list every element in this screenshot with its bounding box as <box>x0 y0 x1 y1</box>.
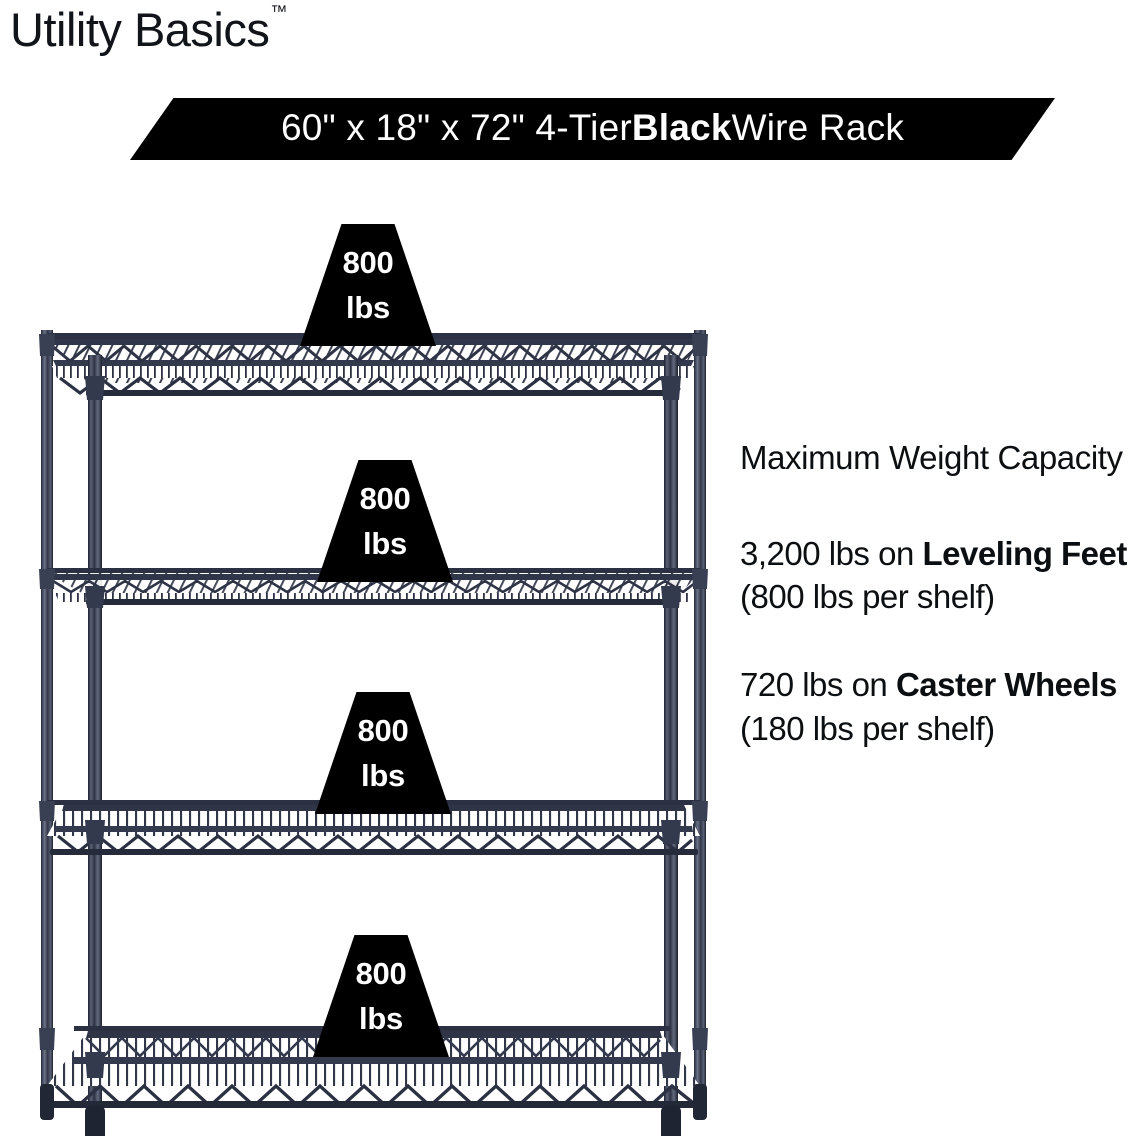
leveling-foot-front-right <box>661 1106 681 1136</box>
leveling-foot-front-left <box>85 1106 105 1136</box>
badge-number: 800 <box>342 245 394 280</box>
collar-front-right-2 <box>661 586 681 608</box>
caster-wheels-capacity: 720 lbs on Caster Wheels (180 lbs per sh… <box>740 663 1132 750</box>
rack-svg <box>39 330 708 1136</box>
spacer-2 <box>740 619 1132 663</box>
collar-front-right-4 <box>661 1052 681 1078</box>
collar-rear-left-1 <box>39 334 55 356</box>
capacity-heading: Maximum Weight Capacity <box>740 439 1123 476</box>
trademark-symbol: ™ <box>270 2 288 22</box>
banner-text-part-2: Wire Rack <box>731 107 905 148</box>
badge-number: 800 <box>355 956 407 991</box>
collar-rear-left-3 <box>39 801 55 821</box>
collar-rear-left-2 <box>39 569 55 589</box>
badge-number: 800 <box>357 713 409 748</box>
badge-unit: lbs <box>363 526 407 561</box>
post-front-left <box>88 355 102 1115</box>
leveling-foot-rear-left <box>40 1084 54 1120</box>
banner-title-text: 60" x 18" x 72" 4-Tier Black Wire Rack <box>130 98 1055 160</box>
collar-rear-right-4 <box>692 1028 708 1050</box>
collar-front-right-3 <box>661 820 681 844</box>
caster-bold-label: Caster Wheels <box>895 665 1117 703</box>
badge-unit: lbs <box>359 1001 403 1036</box>
product-title-banner: 60" x 18" x 72" 4-Tier Black Wire Rack <box>130 98 1055 160</box>
banner-bold-word: Black <box>631 107 732 148</box>
shelf-3 <box>47 800 700 855</box>
banner-text-part-1: 60" x 18" x 72" 4-Tier <box>280 107 632 148</box>
badge-unit: lbs <box>346 290 390 325</box>
collar-front-left-2 <box>85 586 105 608</box>
badge-number: 800 <box>359 481 411 516</box>
leveling-foot-rear-right <box>693 1084 707 1120</box>
post-rear-left <box>41 330 53 1090</box>
leveling-feet-capacity: 3,200 lbs on Leveling Feet (800 lbs per … <box>740 532 1132 619</box>
leveling-bold-label: Leveling Feet <box>922 534 1127 572</box>
caster-prefix: 720 lbs on <box>740 665 896 703</box>
collar-rear-right-3 <box>692 801 708 821</box>
badge-unit: lbs <box>361 758 405 793</box>
spacer-1 <box>740 480 1132 532</box>
leveling-suffix: (800 lbs per shelf) <box>740 578 995 616</box>
collar-rear-right-1 <box>692 334 708 356</box>
collar-front-left-1 <box>85 376 105 400</box>
caster-suffix: (180 lbs per shelf) <box>740 709 995 747</box>
brand-title: Utility Basics™ <box>10 2 288 57</box>
wire-rack-illustration <box>0 190 740 1136</box>
post-front-right <box>664 355 678 1115</box>
collar-rear-right-2 <box>692 569 708 589</box>
post-rear-right <box>694 330 706 1090</box>
leveling-prefix: 3,200 lbs on <box>740 534 923 572</box>
weight-capacity-info: Maximum Weight Capacity 3,200 lbs on Lev… <box>740 437 1132 750</box>
collar-front-left-4 <box>85 1052 105 1078</box>
banner-background-shape <box>130 98 1055 160</box>
collar-front-right-1 <box>661 376 681 400</box>
brand-name: Utility Basics <box>10 3 270 56</box>
collar-rear-left-4 <box>39 1028 55 1050</box>
collar-front-left-3 <box>85 820 105 844</box>
